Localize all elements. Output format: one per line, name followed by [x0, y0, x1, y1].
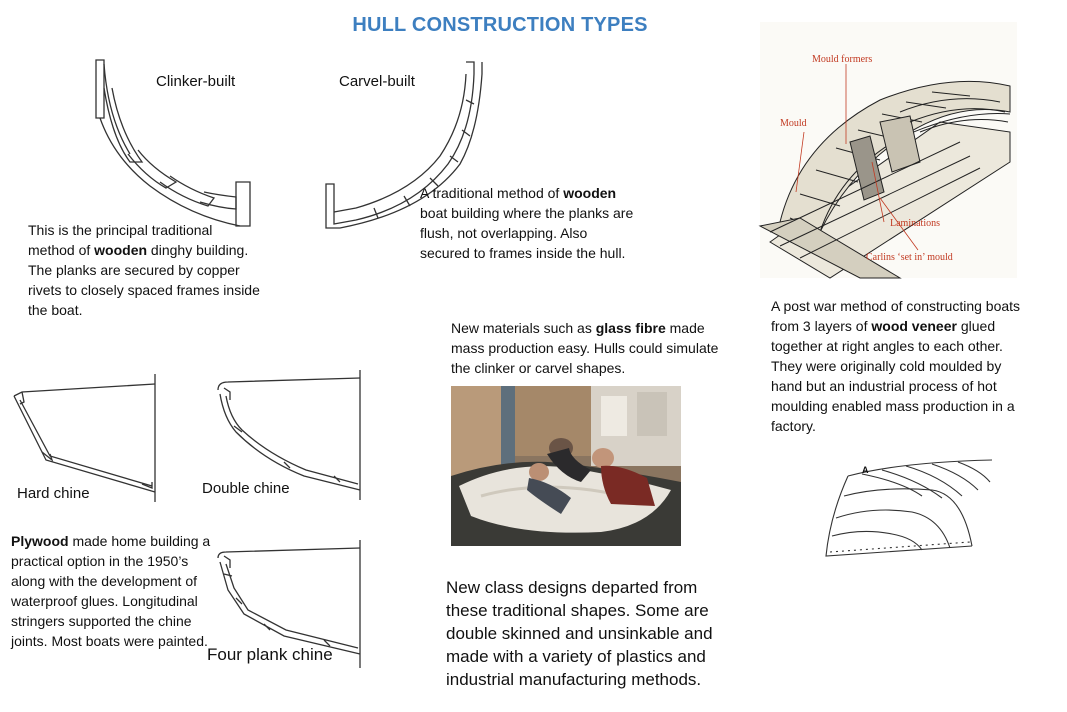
- laminations-label: Laminations: [890, 218, 940, 229]
- veneer-text-bold: wood veneer: [871, 318, 957, 334]
- glassfibre-text-post: made mass production easy. Hulls could s…: [451, 320, 719, 376]
- page-title: HULL CONSTRUCTION TYPES: [352, 14, 648, 36]
- veneer-text-post: glued together at right angles to each o…: [771, 318, 1015, 434]
- double-chine-label: Double chine: [202, 480, 290, 497]
- double-chine-diagram: [217, 370, 361, 500]
- diagonal-planking-diagram: A: [825, 459, 993, 557]
- plywood-description: Plywood made home building a practical o…: [11, 531, 211, 651]
- plywood-text-post: made home building a practical option in…: [11, 533, 211, 649]
- mould-label: Mould: [780, 118, 807, 129]
- glassfibre-text-pre: New materials such as: [451, 320, 596, 336]
- veneer-mould-illustration: Mould formers Mould Laminations Carlins …: [758, 22, 1017, 279]
- veneer-text-pre: A post war method of constructing boats …: [771, 298, 1021, 334]
- veneer-description: A post war method of constructing boats …: [771, 296, 1033, 436]
- carvel-text-post: boat building where the planks are flush…: [420, 205, 634, 261]
- carlins-label: Carlins ‘set in’ mould: [866, 252, 953, 263]
- four-plank-chine-label: Four plank chine: [207, 645, 333, 664]
- modern-description: New class designs departed from these tr…: [446, 578, 713, 689]
- carvel-text-bold: wooden: [563, 185, 617, 201]
- glassfibre-description: New materials such as glass fibre made m…: [451, 318, 731, 378]
- carvel-hull-diagram: [325, 61, 483, 229]
- clinker-label: Clinker-built: [156, 73, 236, 90]
- hard-chine-diagram: [13, 374, 156, 502]
- four-plank-chine-diagram: [217, 540, 361, 668]
- veneer-mould-drawing: Mould formers Mould Laminations Carlins …: [758, 54, 1011, 279]
- mould-formers-label: Mould formers: [812, 54, 872, 65]
- clinker-hull-diagram: [95, 59, 251, 227]
- boat-moulding-photo: [451, 386, 681, 546]
- clinker-text-bold: wooden: [94, 242, 148, 258]
- carvel-description: A traditional method of wooden boat buil…: [420, 183, 635, 263]
- carvel-label: Carvel-built: [339, 73, 415, 90]
- clinker-text-pre: This is the principal traditional method…: [28, 222, 213, 258]
- clinker-text-post: dinghy building. The planks are secured …: [28, 242, 260, 318]
- carvel-text-pre: A traditional method of: [420, 185, 564, 201]
- glassfibre-text-bold: glass fibre: [595, 320, 666, 336]
- boat-moulding-photo-art: [451, 386, 681, 546]
- plywood-text-bold: Plywood: [11, 533, 69, 549]
- diagram-label-a: A: [862, 465, 869, 475]
- clinker-description: This is the principal traditional method…: [28, 220, 262, 320]
- hard-chine-label: Hard chine: [17, 485, 90, 502]
